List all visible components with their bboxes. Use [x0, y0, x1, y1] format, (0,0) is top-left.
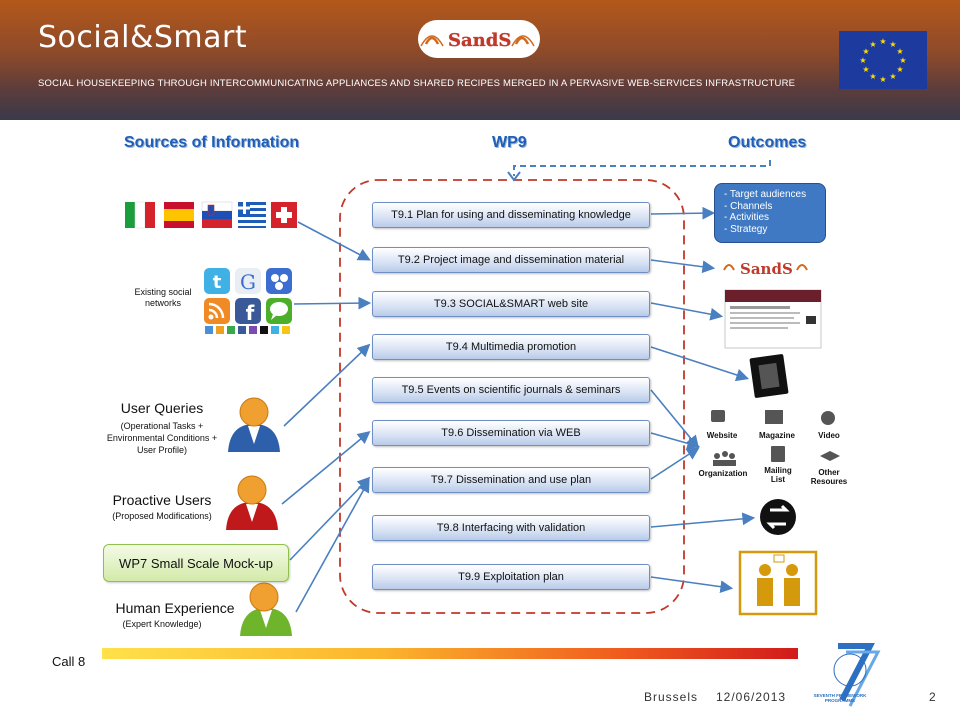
- italy-flag-icon: [125, 201, 155, 229]
- call-label: Call 8: [52, 654, 86, 669]
- spain-flag-icon: [164, 202, 194, 228]
- task-t9-8: T9.8 Interfacing with validation: [372, 515, 650, 541]
- svg-text:★: ★: [889, 72, 896, 81]
- wp9-container: [339, 179, 685, 614]
- svg-text:f: f: [246, 301, 255, 325]
- wp7-mockup-box: WP7 Small Scale Mock-up: [103, 544, 289, 582]
- heading-sources: Sources of Information: [124, 134, 300, 151]
- user-queries-sub: (Operational Tasks + Environmental Condi…: [106, 421, 218, 455]
- rss-icon: [204, 298, 230, 324]
- svg-text:SandS: SandS: [448, 30, 511, 51]
- subtitle: SOCIAL HOUSEKEEPING THROUGH INTERCOMMUNI…: [38, 78, 796, 89]
- outcome-summary-box: - Target audiences - Channels - Activiti…: [714, 183, 826, 243]
- fp7-caption: SEVENTH FRAMEWORK PROGRAMME: [813, 693, 867, 703]
- user-queries-label: User Queries: [120, 400, 204, 416]
- svg-text:SandS: SandS: [740, 260, 793, 278]
- fp7-logo-icon: [833, 643, 881, 707]
- user-queries-person-icon: [228, 397, 280, 452]
- channel-magazine-label: Magazine: [758, 431, 795, 440]
- outcome-item: - Strategy: [724, 223, 768, 235]
- country-flags: [125, 201, 297, 229]
- organization-icon: [713, 451, 736, 466]
- channel-mailing-list-label: Mailing List: [764, 466, 792, 484]
- sands-logo: SandS: [418, 20, 540, 58]
- svg-text:★: ★: [896, 47, 903, 56]
- task-t9-7: T9.7 Dissemination and use plan: [372, 467, 650, 493]
- human-experience-sub: (Expert Knowledge): [122, 619, 202, 629]
- other-resources-icon: [820, 451, 840, 461]
- social-networks-label: Existing social networks: [134, 287, 192, 308]
- meeting-people-icon: [738, 550, 818, 616]
- switzerland-flag-icon: [271, 202, 297, 228]
- task-t9-9: T9.9 Exploitation plan: [372, 564, 650, 590]
- chat-icon: [266, 298, 292, 324]
- heading-outcomes: Outcomes: [728, 134, 807, 151]
- task-t9-2: T9.2 Project image and dissemination mat…: [372, 247, 650, 273]
- task-t9-6: T9.6 Dissemination via WEB: [372, 420, 650, 446]
- mailing-list-icon: [771, 446, 785, 462]
- svg-text:★: ★: [879, 75, 886, 84]
- channel-video-label: Video: [818, 431, 840, 440]
- svg-text:t: t: [213, 272, 222, 293]
- svg-text:★: ★: [889, 40, 896, 49]
- task-t9-4: T9.4 Multimedia promotion: [372, 334, 650, 360]
- proactive-users-sub: (Proposed Modifications): [112, 511, 212, 521]
- proactive-users-label: Proactive Users: [112, 492, 212, 508]
- eu-flag-icon: ★★★ ★★★ ★★★ ★★★: [839, 31, 927, 89]
- video-icon: [821, 411, 835, 425]
- greece-flag-icon: [238, 202, 266, 228]
- heading-wp9: WP9: [492, 134, 527, 151]
- header-banner: Social&Smart SOCIAL HOUSEKEEPING THROUGH…: [0, 0, 960, 120]
- svg-text:★: ★: [879, 37, 886, 46]
- human-experience-person-icon: [240, 582, 292, 636]
- small-social-icons: [205, 326, 290, 334]
- call-gradient-bar: [102, 648, 798, 659]
- svg-text:★: ★: [862, 47, 869, 56]
- twitter-icon: t: [204, 268, 230, 294]
- outcome-item: - Activities: [724, 212, 770, 223]
- svg-text:G: G: [240, 270, 256, 294]
- facebook-icon: f: [235, 298, 261, 325]
- app-title: Social&Smart: [38, 20, 248, 55]
- slovenia-flag-icon: [201, 201, 233, 228]
- website-icon: [711, 410, 725, 422]
- svg-text:★: ★: [899, 56, 906, 65]
- svg-text:★: ★: [869, 40, 876, 49]
- proactive-users-person-icon: [226, 475, 278, 530]
- svg-text:★: ★: [862, 65, 869, 74]
- sands-outcome-logo: SandS: [723, 260, 808, 278]
- task-t9-1: T9.1 Plan for using and disseminating kn…: [372, 202, 650, 228]
- human-experience-label: Human Experience: [115, 600, 235, 616]
- social-icons: t G f: [204, 268, 292, 334]
- svg-text:★: ★: [869, 72, 876, 81]
- svg-text:★: ★: [896, 65, 903, 74]
- film-strip-icon: [749, 354, 789, 398]
- channel-organization-label: Organization: [698, 469, 748, 478]
- google-icon: G: [235, 268, 261, 294]
- task-t9-3: T9.3 SOCIAL&SMART web site: [372, 291, 650, 317]
- outcome-item: - Target audiences: [724, 189, 807, 200]
- svg-text:★: ★: [859, 56, 866, 65]
- channel-other-resources-label: Other Resoures: [810, 468, 848, 486]
- channel-website-label: Website: [706, 431, 738, 440]
- task-t9-5: T9.5 Events on scientific journals & sem…: [372, 377, 650, 403]
- channel-icons: [711, 410, 840, 466]
- magazine-icon: [765, 410, 783, 424]
- footer-city: Brussels: [644, 690, 699, 704]
- page-number: 2: [929, 690, 937, 704]
- sync-icon: [760, 499, 796, 535]
- footer-date: 12/06/2013: [716, 690, 787, 704]
- outcome-item: - Channels: [724, 200, 773, 212]
- messenger-icon: [266, 268, 292, 294]
- website-screenshot-icon: [724, 289, 822, 349]
